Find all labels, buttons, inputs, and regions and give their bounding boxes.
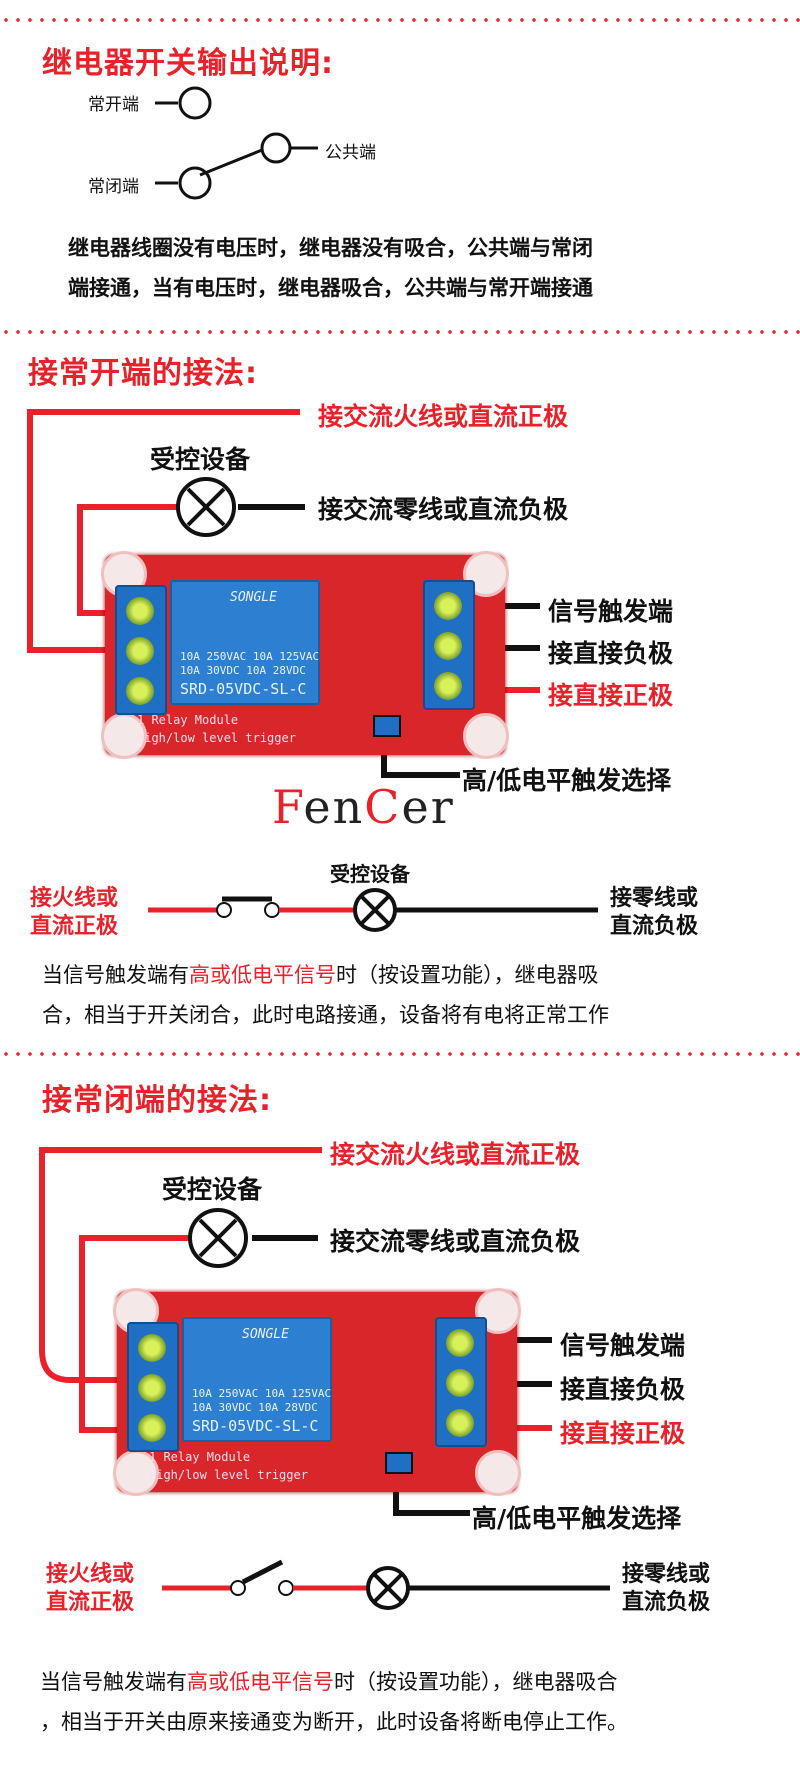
relay-brand: SONGLE: [242, 1327, 289, 1342]
relay-brand: SONGLE: [230, 590, 277, 605]
mini-left-label-2: 直流正极: [30, 914, 119, 939]
module-label: 1 Relay Module: [137, 713, 239, 727]
section1-desc-line1: 继电器线圈没有电压时，继电器没有吸合，公共端与常闭: [68, 236, 593, 260]
ac-neutral-label: 接交流零线或直流负极: [318, 495, 569, 524]
section3-desc-line1: 当信号触发端有高或低电平信号时（按设置功能），继电器吸合: [40, 1670, 618, 1694]
ac-live-label: 接交流火线或直流正极: [318, 402, 569, 431]
mini-device-label: 受控设备: [330, 862, 410, 886]
screw: [138, 1334, 166, 1362]
screw: [138, 1414, 166, 1442]
fencer-logo: FenCer: [272, 780, 455, 834]
section3-desc-line2: ，相当于开关由原来接通变为断开，此时设备将断电停止工作。: [40, 1710, 628, 1734]
relay-model: SRD-05VDC-SL-C: [180, 680, 307, 698]
mount-hole: [463, 713, 509, 759]
dc-plus-label: 接直接正极: [548, 681, 674, 710]
mini-right-label-1: 接零线或: [622, 1562, 711, 1587]
dotted-divider: [0, 1052, 800, 1056]
mini-right-label-1: 接零线或: [610, 886, 699, 911]
level-jumper: [385, 1452, 413, 1474]
ac-neutral-label: 接交流零线或直流负极: [330, 1227, 581, 1256]
screw: [446, 1409, 474, 1437]
screw: [434, 672, 462, 700]
com-terminal-label: 公共端: [325, 143, 376, 163]
dc-minus-label: 接直接负极: [548, 639, 674, 668]
section2-desc-line2: 合，相当于开关闭合，此时电路接通，设备将有电将正常工作: [42, 1003, 609, 1027]
dc-plus-label: 接直接正极: [560, 1419, 686, 1448]
signal-input-terminal: [423, 580, 475, 710]
screw: [126, 637, 154, 665]
trigger-label: high/low level trigger: [149, 1468, 308, 1482]
section2-desc-line1: 当信号触发端有高或低电平信号时（按设置功能），继电器吸: [42, 963, 599, 987]
device-label: 受控设备: [162, 1175, 263, 1204]
relay-component: SONGLE 10A 250VAC 10A 125VAC 10A 30VDC 1…: [182, 1317, 332, 1442]
level-select-label: 高/低电平触发选择: [462, 766, 672, 795]
mini-left-label-1: 接火线或: [30, 886, 119, 911]
dc-minus-label: 接直接负极: [560, 1375, 686, 1404]
section3-mini-circuit: [162, 1559, 610, 1610]
screw: [126, 677, 154, 705]
relay-output-terminal: [115, 585, 167, 715]
section2-lamp: [176, 477, 236, 537]
section2-title: 接常开端的接法:: [28, 356, 258, 391]
relay-spec2: 10A 30VDC 10A 28VDC: [192, 1401, 318, 1414]
ac-live-label: 接交流火线或直流正极: [330, 1140, 581, 1169]
mini-right-label-2: 直流负极: [622, 1590, 711, 1615]
mini-left-label-1: 接火线或: [46, 1562, 135, 1587]
section1-title: 继电器开关输出说明:: [42, 46, 334, 81]
relay-board: SONGLE 10A 250VAC 10A 125VAC 10A 30VDC 1…: [113, 1288, 521, 1496]
relay-spec1: 10A 250VAC 10A 125VAC: [180, 650, 320, 663]
no-terminal-label: 常开端: [88, 95, 139, 115]
screw: [138, 1374, 166, 1402]
level-select-label: 高/低电平触发选择: [472, 1504, 682, 1533]
section2-mini-circuit: [148, 888, 598, 932]
relay-board: SONGLE 10A 250VAC 10A 125VAC 10A 30VDC 1…: [101, 551, 509, 759]
dotted-divider: [0, 18, 800, 22]
mini-left-label-2: 直流正极: [46, 1590, 135, 1615]
device-label: 受控设备: [150, 445, 251, 474]
dotted-divider: [0, 330, 800, 334]
screw: [434, 632, 462, 660]
relay-output-terminal: [127, 1322, 179, 1452]
screw: [126, 597, 154, 625]
screw: [446, 1369, 474, 1397]
relay-component: SONGLE 10A 250VAC 10A 125VAC 10A 30VDC 1…: [170, 580, 320, 705]
module-label: 1 Relay Module: [149, 1450, 251, 1464]
mount-hole: [475, 1450, 521, 1496]
section1-desc-line2: 端接通，当有电压时，继电器吸合，公共端与常开端接通: [68, 276, 593, 300]
switch-symbol: [155, 86, 318, 200]
relay-spec2: 10A 30VDC 10A 28VDC: [180, 664, 306, 677]
signal-trigger-label: 信号触发端: [548, 597, 674, 626]
mini-right-label-2: 直流负极: [610, 914, 699, 939]
level-jumper: [373, 715, 401, 737]
signal-trigger-label: 信号触发端: [560, 1331, 686, 1360]
section3-lamp: [188, 1208, 248, 1268]
trigger-label: high/low level trigger: [137, 731, 296, 745]
screw: [434, 592, 462, 620]
section3-title: 接常闭端的接法:: [42, 1083, 272, 1118]
relay-spec1: 10A 250VAC 10A 125VAC: [192, 1387, 332, 1400]
relay-model: SRD-05VDC-SL-C: [192, 1417, 319, 1435]
signal-input-terminal: [435, 1317, 487, 1447]
nc-terminal-label: 常闭端: [88, 177, 139, 197]
screw: [446, 1329, 474, 1357]
